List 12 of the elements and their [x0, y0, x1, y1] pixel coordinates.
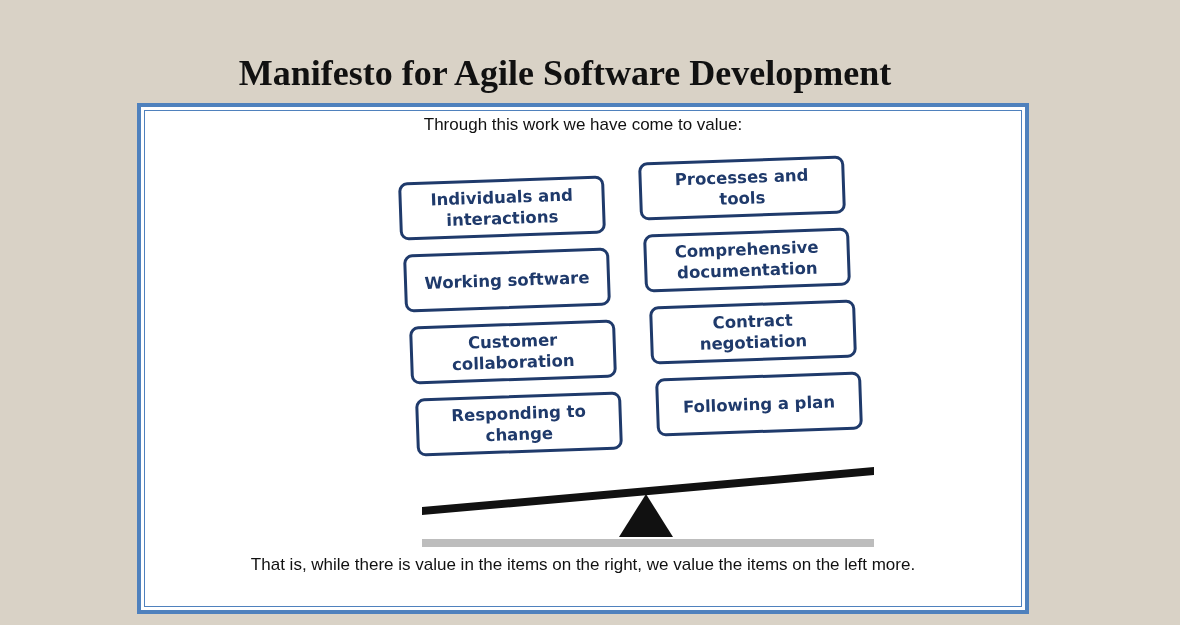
value-card: Contract negotiation: [649, 299, 857, 365]
value-card: Customer collaboration: [409, 319, 617, 385]
value-card: Following a plan: [655, 371, 863, 437]
conclusion-text: That is, while there is value in the items on the right, we value the items on the left more.: [249, 555, 917, 575]
value-card: Working software: [403, 247, 611, 313]
intro-text: Through this work we have come to value:: [422, 115, 744, 135]
value-card: Individuals and interactions: [398, 175, 606, 241]
value-card: Responding to change: [415, 391, 623, 457]
title: Manifesto for Agile Software Development: [237, 52, 893, 94]
value-card: Comprehensive documentation: [643, 227, 851, 293]
content-panel: [137, 103, 1029, 614]
value-card: Processes and tools: [638, 155, 846, 221]
